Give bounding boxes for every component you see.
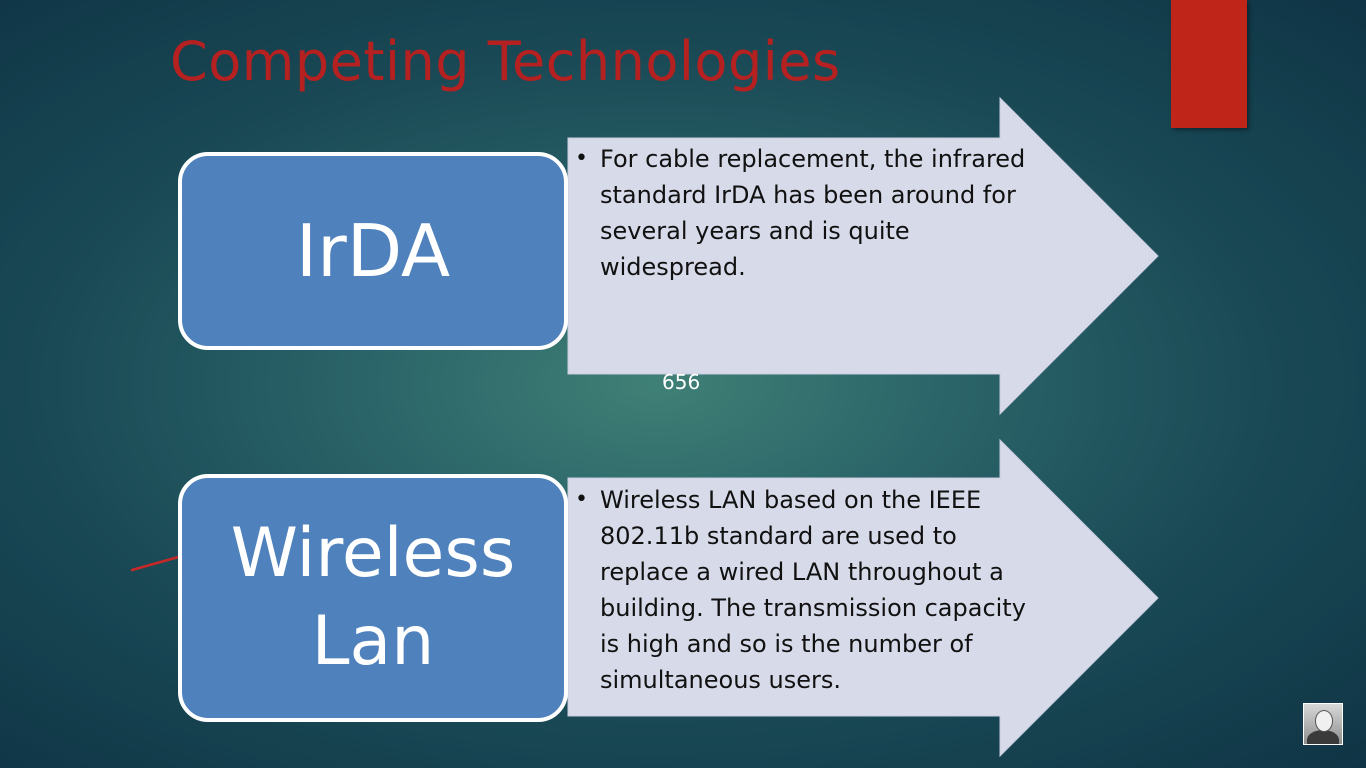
bullet-irda: • For cable replacement, the infrared st… bbox=[575, 141, 1045, 285]
label-wireless: Wireless bbox=[230, 513, 516, 593]
label-box-irda: IrDA bbox=[178, 152, 568, 350]
slide-number: 656 bbox=[662, 370, 701, 394]
bullet-dot: • bbox=[575, 146, 588, 171]
arrow-shape-wireless bbox=[567, 438, 1159, 758]
person-icon bbox=[1315, 710, 1333, 732]
bullet-dot: • bbox=[575, 487, 588, 512]
label-box-wireless-lan: Wireless Lan bbox=[178, 474, 568, 722]
bullet-text-irda: For cable replacement, the infrared stan… bbox=[600, 145, 1026, 281]
slide-title: Competing Technologies bbox=[170, 30, 841, 93]
bullet-wireless-lan: • Wireless LAN based on the IEEE 802.11b… bbox=[575, 482, 1045, 698]
person-icon-body bbox=[1307, 730, 1339, 744]
bullet-text-wireless-lan: Wireless LAN based on the IEEE 802.11b s… bbox=[600, 486, 1026, 694]
accent-block bbox=[1171, 0, 1247, 128]
arrow-shape-irda bbox=[567, 96, 1159, 416]
presenter-avatar[interactable] bbox=[1303, 703, 1343, 745]
label-lan: Lan bbox=[311, 602, 435, 681]
label-irda: IrDA bbox=[295, 209, 451, 293]
